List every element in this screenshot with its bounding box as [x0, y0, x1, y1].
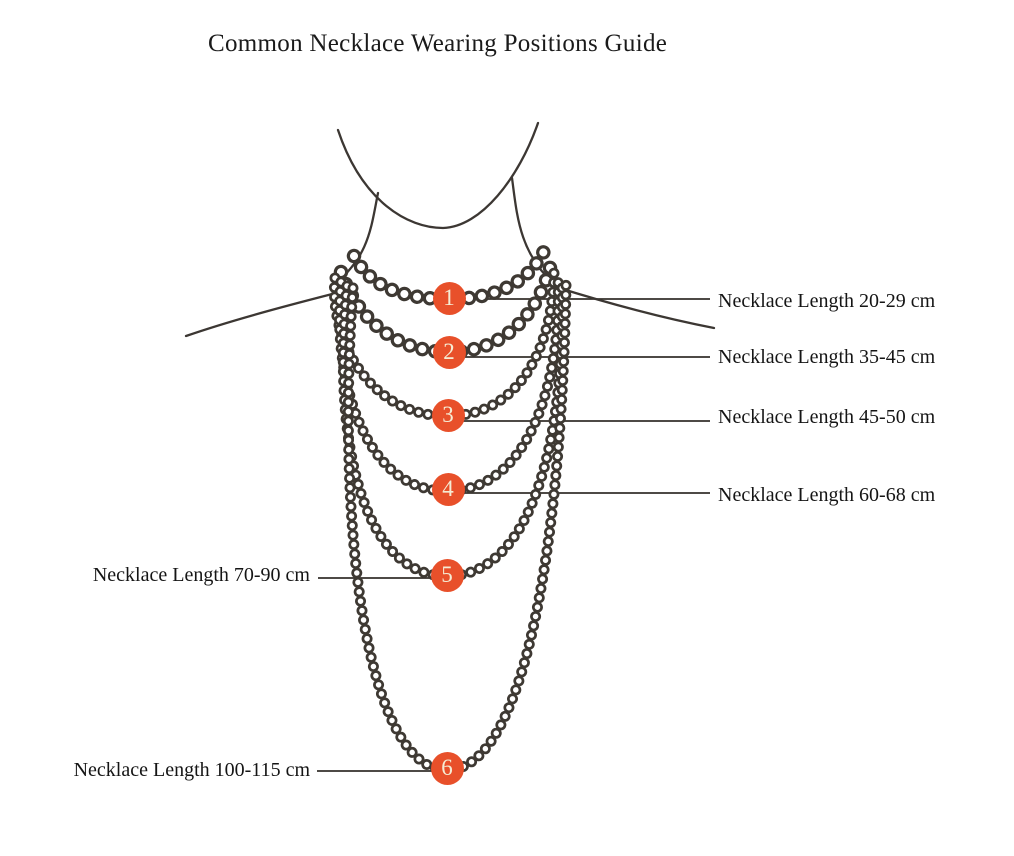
necklace-length-label-1: Necklace Length 20-29 cm	[718, 290, 936, 312]
position-marker-1: 1	[432, 281, 466, 315]
position-marker-4: 4	[431, 472, 465, 506]
necklace-length-label-2: Necklace Length 35-45 cm	[718, 346, 936, 368]
necklace-length-label-5: Necklace Length 70-90 cm	[92, 564, 310, 586]
shoulder-left-line	[184, 289, 346, 338]
position-marker-6: 6	[430, 751, 464, 785]
necklace-length-label-3: Necklace Length 45-50 cm	[718, 406, 936, 428]
position-marker-2: 2	[432, 335, 466, 369]
necklace-length-label-4: Necklace Length 60-68 cm	[718, 484, 936, 506]
position-marker-3: 3	[431, 398, 465, 432]
page-title: Common Necklace Wearing Positions Guide	[208, 30, 668, 57]
neck-right-line	[510, 176, 556, 286]
shoulder-right-line	[554, 285, 716, 330]
jaw-outline	[336, 121, 540, 230]
necklace-chain-5-bead-holes	[340, 278, 566, 579]
necklace-length-label-6: Necklace Length 100-115 cm	[73, 759, 310, 781]
position-marker-5: 5	[430, 558, 464, 592]
